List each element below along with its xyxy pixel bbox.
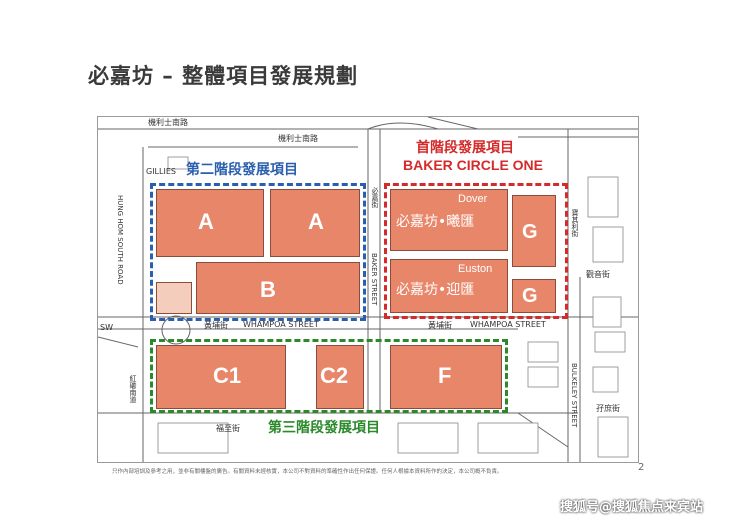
building-outline <box>477 422 539 454</box>
lot-block-euston <box>390 259 508 313</box>
phase1-boundary <box>384 183 568 319</box>
lot-label-b: B <box>260 277 276 302</box>
lot-block-c1 <box>156 345 286 409</box>
building-outline <box>157 422 229 454</box>
street-label: 孖庶街 <box>596 404 620 413</box>
street-label: BULKELEY STREET <box>570 363 578 428</box>
street-label: WHAMPOA STREET <box>243 320 319 329</box>
map-lines <box>98 117 638 462</box>
disclaimer-footnote: 只作內部培訓及參考之用，並非有關樓盤的廣告。有關資料未經核實，本公司不對資料的準… <box>112 469 503 475</box>
lot-block-g-bottom <box>512 279 556 313</box>
site-plan-map: A A B C1 C2 F G G Dover 必嘉坊•曦匯 Euston 必嘉… <box>97 116 639 463</box>
development-name-cn-dover: 必嘉坊•曦匯 <box>396 214 475 230</box>
phase1-title-en: BAKER CIRCLE ONE <box>403 157 544 173</box>
lot-label-a: A <box>308 209 324 234</box>
street-label: SW <box>100 323 113 332</box>
street-label: 福至街 <box>216 424 240 433</box>
building-outline <box>592 366 619 393</box>
road-curve <box>98 336 139 348</box>
building-outline <box>592 226 624 263</box>
lot-block-small <box>156 282 192 314</box>
phase3-title: 第三階段發展項目 <box>268 420 380 436</box>
lot-block-a-left <box>156 189 264 257</box>
development-name-en-dover: Dover <box>458 193 488 205</box>
lot-label-c1: C1 <box>213 363 242 388</box>
road-curve <box>367 122 439 130</box>
street-label: 必嘉街 <box>371 187 379 208</box>
phase2-boundary <box>150 183 366 321</box>
lot-label-g: G <box>522 221 538 243</box>
lot-block-a-right <box>270 189 360 257</box>
street-label: GILLIES <box>146 167 176 176</box>
page-title: 必嘉坊 – 整體項目發展規劃 <box>88 64 359 88</box>
phase2-title: 第二階段發展項目 <box>186 162 298 178</box>
street-label: 紅磡南道 <box>129 375 137 403</box>
road-curve <box>517 412 569 448</box>
street-label: WHAMPOA STREET <box>470 320 546 329</box>
lot-label-g: G <box>522 285 538 307</box>
street-label: 觀音街 <box>586 270 610 279</box>
building-outline <box>592 296 622 328</box>
lot-label-a: A <box>198 209 214 234</box>
phase3-boundary <box>150 339 508 413</box>
building-outline <box>594 331 626 353</box>
street-label: 寶其利街 <box>571 209 579 237</box>
street-label: 機利士南路 <box>148 118 188 127</box>
road-curve <box>427 117 479 130</box>
building-outline <box>527 366 559 388</box>
street-label: 黃埔街 <box>204 321 228 330</box>
street-label: HUNG HOM SOUTH ROAD <box>116 195 124 285</box>
building-outline <box>397 422 459 454</box>
watermark-text: 搜狐号@搜狐焦点来宾站 <box>560 500 704 515</box>
lot-block-dover <box>390 189 508 251</box>
development-name-cn-euston: 必嘉坊•迎匯 <box>396 282 475 298</box>
building-outline <box>527 341 559 363</box>
lot-block-b <box>196 262 360 314</box>
roundabout <box>161 315 191 345</box>
lot-label-f: F <box>438 363 452 388</box>
phase1-title-cn: 首階段發展項目 <box>416 140 514 156</box>
lot-block-g-top <box>512 195 556 267</box>
building-outline <box>597 416 629 458</box>
page-number: 2 <box>638 462 645 473</box>
street-label: BAKER STREET <box>370 253 378 306</box>
street-label: 黃埔街 <box>428 321 452 330</box>
street-label: 機利士南路 <box>278 134 318 143</box>
building-outline <box>587 176 619 218</box>
lot-label-c2: C2 <box>320 363 349 388</box>
building-outline <box>167 156 189 170</box>
lot-block-f <box>390 345 502 409</box>
lot-block-c2 <box>316 345 364 409</box>
development-name-en-euston: Euston <box>458 263 493 275</box>
